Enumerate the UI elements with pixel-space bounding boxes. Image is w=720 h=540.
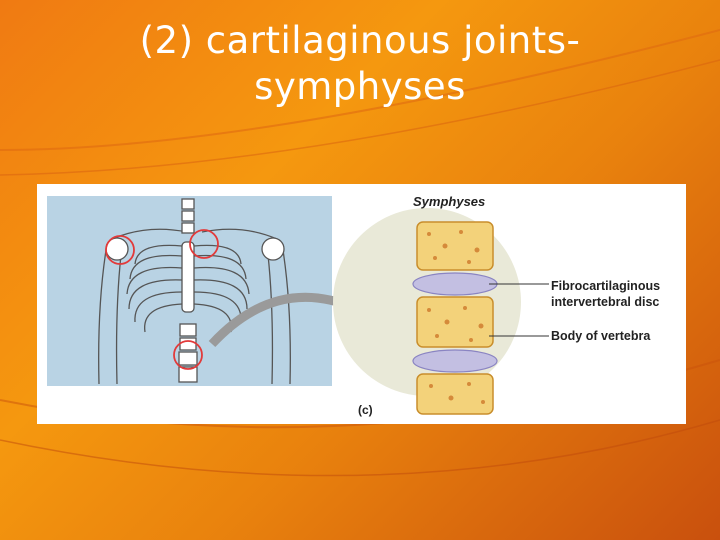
label-vertebra-body: Body of vertebra — [551, 329, 651, 343]
vertebra-body-top — [416, 221, 494, 271]
slide-title: (2) cartilaginous joints- symphyses — [0, 18, 720, 110]
figure-illustration — [47, 196, 549, 415]
title-line-2: symphyses — [254, 65, 466, 108]
intervertebral-disc-bottom — [412, 349, 498, 373]
label-intervertebral-disc: Fibrocartilaginous intervertebral disc — [551, 278, 686, 310]
highlight-circle-sternoclavicular — [189, 229, 219, 259]
panel-letter: (c) — [358, 403, 373, 417]
vertebra-body-middle — [416, 296, 494, 348]
highlight-circle-spine — [173, 340, 203, 370]
vertebral-column-drawing — [412, 221, 498, 415]
label-disc-line-1: Fibrocartilaginous — [551, 279, 661, 293]
figure-heading: Symphyses — [413, 194, 486, 209]
label-disc-line-2: intervertebral disc — [551, 295, 660, 309]
anatomy-figure: Symphyses Fibrocartilaginous interverteb… — [37, 184, 686, 424]
title-line-1: (2) cartilaginous joints- — [139, 19, 581, 62]
vertebra-body-bottom — [416, 373, 494, 415]
highlight-circle-shoulder — [105, 235, 135, 265]
intervertebral-disc-top — [412, 272, 498, 296]
